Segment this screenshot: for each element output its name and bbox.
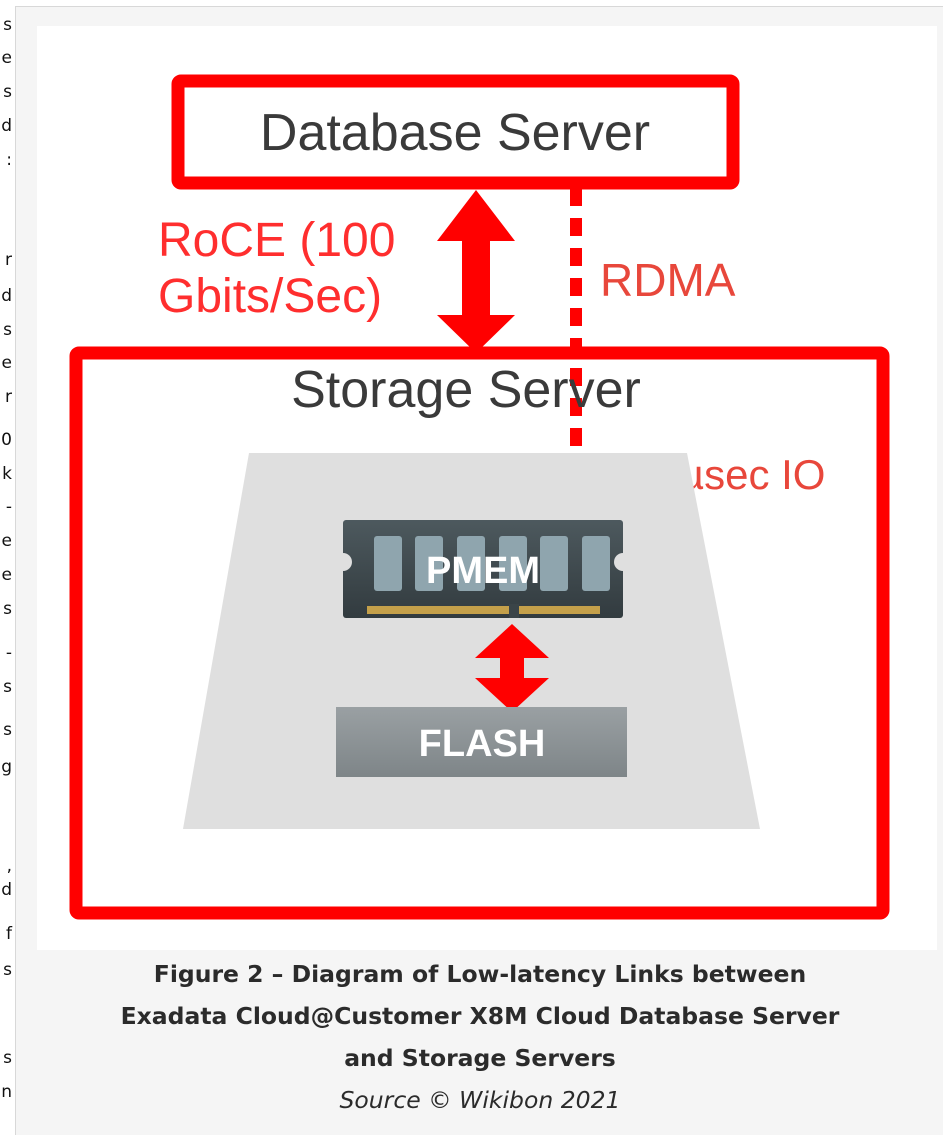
rdma-label: RDMA — [600, 254, 736, 306]
text-fragment: e — [1, 531, 12, 551]
text-fragment: g — [1, 757, 12, 777]
figure-image: Database Server RoCE (100 Gbits/Sec) — [37, 26, 937, 950]
text-fragment: d — [1, 286, 12, 306]
text-fragment: s — [3, 320, 12, 340]
text-fragment: s — [3, 599, 12, 619]
roce-label-line1: RoCE (100 — [158, 214, 395, 267]
roce-double-arrow — [437, 190, 515, 353]
pmem-module — [343, 520, 623, 618]
flash-module — [336, 707, 627, 777]
text-fragment: k — [2, 464, 12, 484]
text-fragment: , — [6, 856, 12, 876]
text-fragment: d — [1, 880, 12, 900]
text-fragment: s — [3, 15, 12, 35]
text-fragment: r — [5, 387, 12, 407]
caption-title-line1: Figure 2 – Diagram of Low-latency Links … — [153, 960, 807, 988]
text-fragment: 0 — [1, 430, 12, 450]
text-fragment: e — [1, 48, 12, 68]
flash-label: FLASH — [419, 723, 546, 765]
caption-source: Source © Wikibon 2021 — [339, 1086, 621, 1114]
pmem-flash-double-arrow — [475, 624, 549, 712]
architecture-diagram: Database Server RoCE (100 Gbits/Sec) — [69, 74, 890, 920]
figure-caption: Figure 2 – Diagram of Low-latency Links … — [16, 953, 943, 1121]
text-fragment: s — [3, 1048, 12, 1068]
storage-server-label: Storage Server — [291, 361, 641, 419]
text-fragment: - — [5, 497, 12, 517]
text-fragment: s — [3, 960, 12, 980]
text-fragment: e — [1, 565, 12, 585]
text-fragment: d — [1, 116, 12, 136]
text-fragment: : — [6, 150, 12, 170]
caption-title-line2: Exadata Cloud@Customer X8M Cloud Databas… — [120, 1002, 840, 1030]
figure: Database Server RoCE (100 Gbits/Sec) — [15, 6, 943, 1135]
pmem-label: PMEM — [426, 550, 540, 592]
text-fragment: s — [3, 82, 12, 102]
text-fragment: f — [6, 924, 12, 944]
text-fragment: s — [3, 677, 12, 697]
text-fragment: - — [5, 643, 12, 663]
text-fragment: r — [5, 250, 12, 270]
caption-title-line3: and Storage Servers — [344, 1044, 616, 1072]
text-fragment: s — [3, 720, 12, 740]
text-fragment: n — [1, 1082, 12, 1102]
storage-server-box — [69, 346, 890, 920]
database-server-label: Database Server — [260, 104, 650, 162]
text-fragment: e — [1, 353, 12, 373]
database-server-box — [171, 74, 740, 190]
roce-label-line2: Gbits/Sec) — [158, 270, 382, 323]
clipped-article-text: s e s d : r d s e r 0 k - e e s - s s g … — [0, 0, 13, 1135]
